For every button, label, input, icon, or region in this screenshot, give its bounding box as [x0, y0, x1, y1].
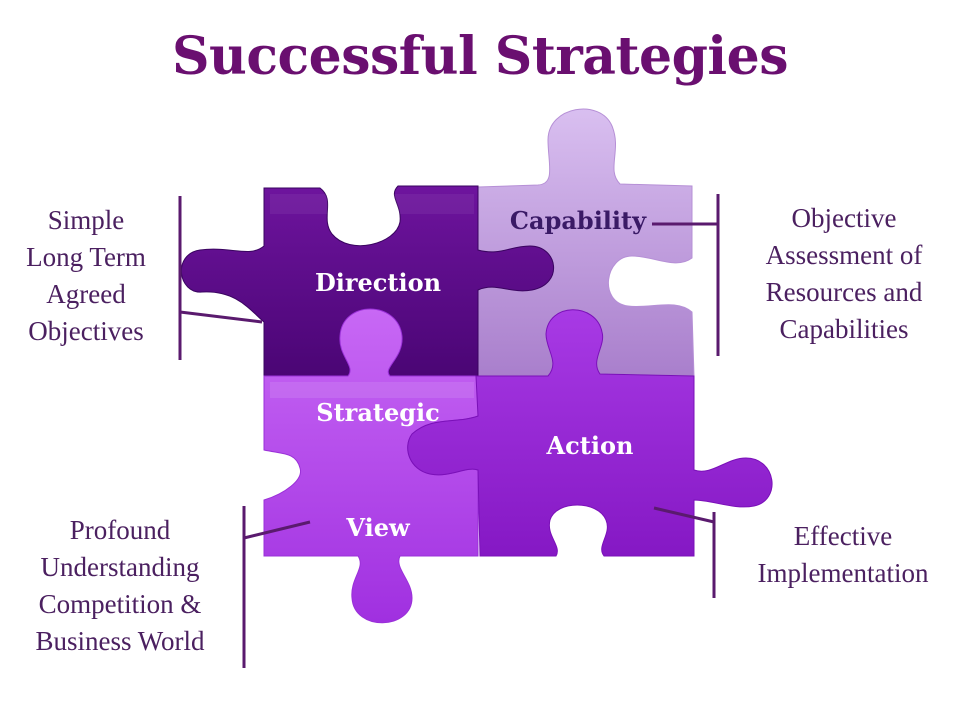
note-line: Effective	[793, 521, 893, 551]
note-line: Competition &	[38, 589, 202, 619]
note-line: Understanding	[40, 552, 200, 582]
action-piece	[407, 309, 773, 557]
view-label: View	[345, 513, 411, 542]
strategic-view-leader	[243, 520, 311, 540]
annotation-lines	[178, 194, 720, 668]
note-line: Business World	[35, 626, 205, 656]
note-line: Profound	[69, 515, 171, 545]
note-line: Capabilities	[779, 314, 909, 344]
note-line: Implementation	[757, 558, 929, 588]
capability-note: Objective Assessment of Resources and Ca…	[738, 200, 950, 348]
note-line: Objective	[791, 203, 897, 233]
note-line: Agreed	[46, 279, 126, 309]
action-label: Action	[546, 431, 634, 460]
direction-label: Direction	[315, 268, 441, 297]
capability-label: Capability	[510, 206, 647, 235]
note-line: Resources and	[765, 277, 923, 307]
direction-note: Simple Long Term Agreed Objectives	[6, 202, 166, 350]
strategic-label: Strategic	[316, 398, 439, 427]
gloss-highlight	[270, 194, 474, 214]
gloss-highlight	[270, 382, 474, 398]
page-title: Successful Strategies	[171, 26, 789, 87]
note-line: Long Term	[26, 242, 146, 272]
direction-leader	[179, 310, 263, 324]
action-leader	[653, 506, 715, 524]
note-line: Assessment of	[765, 240, 923, 270]
action-note: Effective Implementation	[732, 518, 954, 592]
note-line: Simple	[47, 205, 125, 235]
note-line: Objectives	[28, 316, 144, 346]
strategic-view-note: Profound Understanding Competition & Bus…	[6, 512, 234, 660]
